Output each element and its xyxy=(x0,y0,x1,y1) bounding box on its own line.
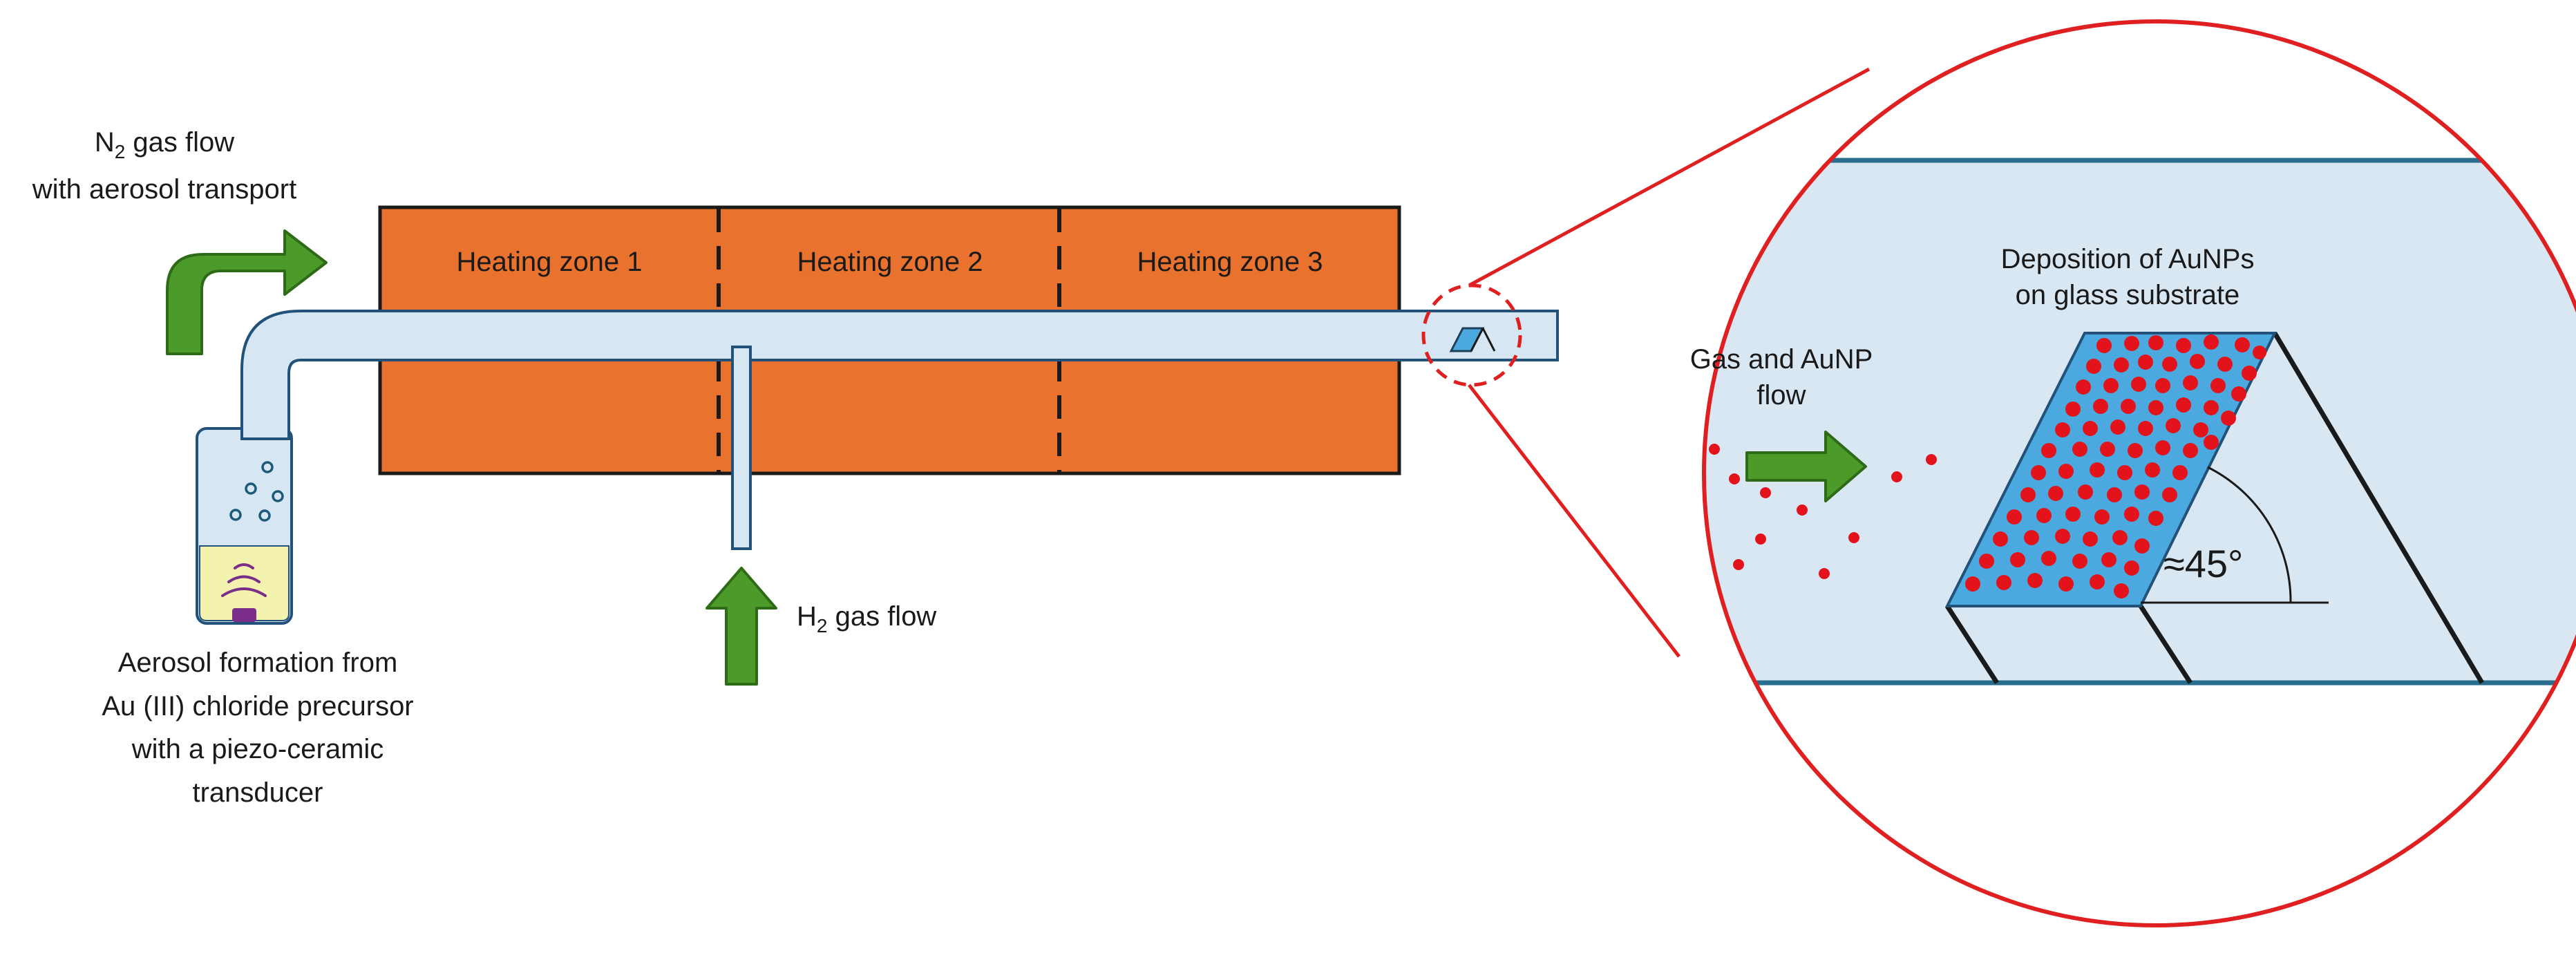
n2-prefix: N xyxy=(95,127,115,158)
zoom-line-bottom xyxy=(1468,384,1680,658)
aerosol-label-line-4: transducer xyxy=(193,777,323,808)
floating-nanoparticles xyxy=(1704,444,1937,579)
n2-suffix: gas flow xyxy=(125,127,234,158)
heating-zone-3-label: Heating zone 3 xyxy=(1137,247,1323,277)
aerosol-label-line-3: with a piezo-ceramic xyxy=(131,734,384,764)
deposition-label-line-2: on glass substrate xyxy=(2016,280,2240,310)
deposition-label-line-1: Deposition of AuNPs xyxy=(2001,244,2255,274)
aerosol-vessel xyxy=(196,423,293,625)
gas-flow-label-line-2: flow xyxy=(1756,380,1806,411)
n2-subscript: 2 xyxy=(115,141,126,162)
zoom-circle-border xyxy=(1702,19,2576,927)
sound-waves-icon xyxy=(221,563,267,597)
arrow-up-icon xyxy=(705,567,777,686)
angle-arc xyxy=(2207,466,2292,603)
zoom-line-top xyxy=(1468,67,1871,287)
bent-arrow-right-icon xyxy=(166,229,328,355)
h2-flow-label: H2 gas flow xyxy=(797,601,936,636)
main-tube xyxy=(240,310,1559,440)
h2-prefix: H xyxy=(797,601,817,632)
zoom-callout: Gas and AuNP flow Deposition of AuNPs on… xyxy=(1468,19,2576,927)
arrow-right-icon xyxy=(1745,431,1867,502)
n2-flow-label-line-1: N2 gas flow xyxy=(95,127,234,162)
gas-flow-label-line-1: Gas and AuNP xyxy=(1690,344,1873,375)
vessel-liquid xyxy=(199,545,290,621)
h2-suffix: gas flow xyxy=(827,601,936,632)
h2-inlet-tube xyxy=(731,346,752,550)
heating-zone-2-label: Heating zone 2 xyxy=(797,247,983,277)
n2-flow-label-line-2: with aerosol transport xyxy=(32,174,296,205)
aerosol-label-line-2: Au (III) chloride precursor xyxy=(102,691,413,721)
aerosol-label-line-1: Aerosol formation from xyxy=(118,648,398,678)
h2-subscript: 2 xyxy=(817,615,828,636)
tube-substrate xyxy=(1449,327,1496,352)
substrate-holder xyxy=(1945,332,2485,684)
angle-label: ≈45° xyxy=(2163,542,2243,585)
piezo-transducer xyxy=(232,608,256,622)
quartz-tube xyxy=(240,283,1559,550)
heating-zone-1-label: Heating zone 1 xyxy=(456,247,642,277)
deposited-nanoparticles xyxy=(1965,334,2266,598)
